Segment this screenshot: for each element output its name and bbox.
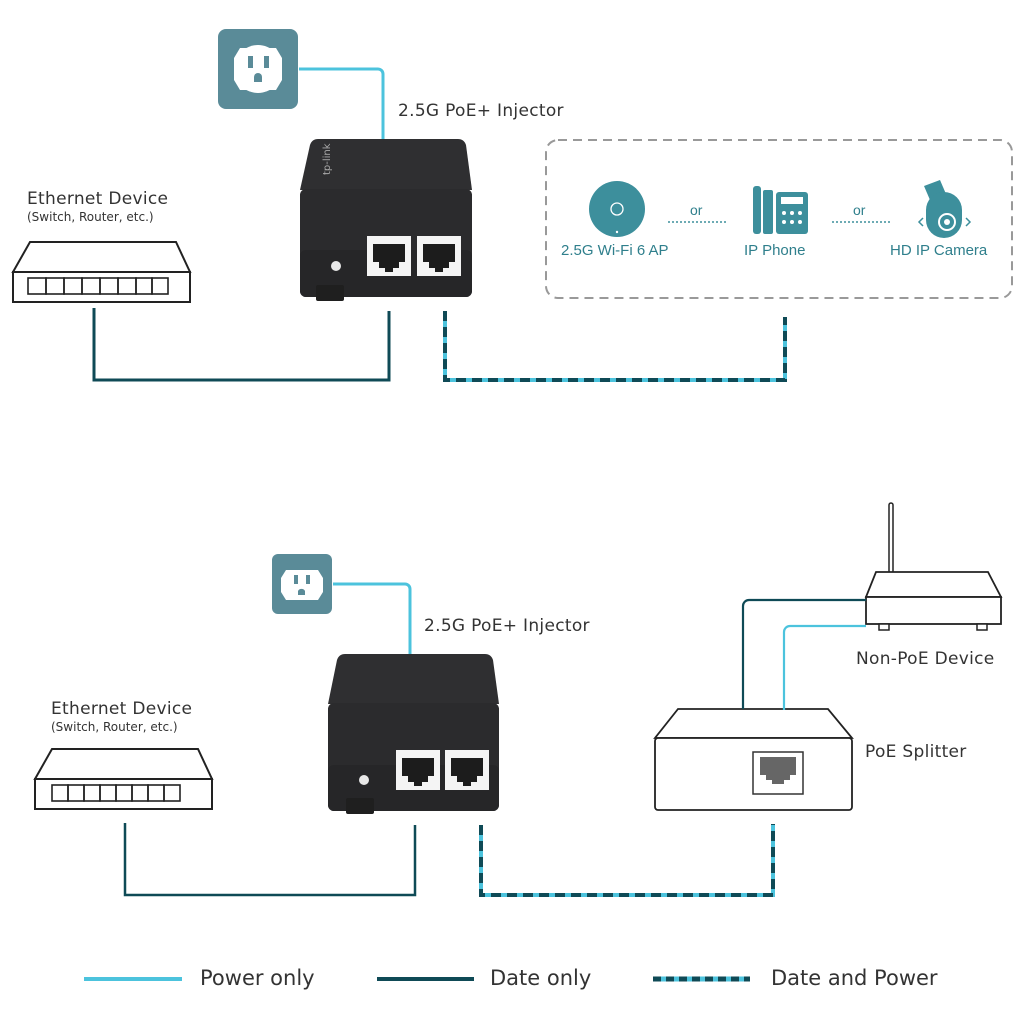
ip-phone-label: IP Phone bbox=[744, 242, 806, 259]
non-poe-device-label: Non-PoE Device bbox=[856, 649, 995, 669]
data-line bbox=[92, 308, 391, 382]
poe-splitter-device bbox=[653, 708, 854, 811]
data-line bbox=[123, 823, 417, 897]
top-diagram: tp-link bbox=[11, 29, 1013, 982]
data-power-line bbox=[479, 824, 775, 897]
power-outlet-icon bbox=[218, 29, 298, 109]
ethernet-switch-icon bbox=[33, 748, 214, 810]
legend-power-label: Power only bbox=[200, 966, 315, 990]
ethernet-device-title: Ethernet Device bbox=[51, 699, 193, 719]
ethernet-device-title: Ethernet Device bbox=[27, 189, 169, 209]
power-line bbox=[299, 67, 385, 139]
legend-data-label: Date only bbox=[490, 966, 592, 990]
or-separator: or bbox=[853, 202, 866, 218]
poe-splitter-label: PoE Splitter bbox=[865, 742, 967, 762]
legend-both-label: Date and Power bbox=[771, 966, 938, 990]
power-line bbox=[782, 624, 866, 710]
ethernet-device-subtitle: (Switch, Router, etc.) bbox=[27, 210, 154, 224]
ethernet-switch-icon bbox=[11, 241, 192, 303]
ip-phone-icon bbox=[753, 186, 808, 234]
ip-camera-label: HD IP Camera bbox=[890, 242, 988, 259]
data-power-line bbox=[443, 311, 787, 382]
non-poe-router-icon bbox=[864, 502, 1003, 631]
poe-injector-device: tp-link bbox=[300, 139, 472, 301]
injector-label: 2.5G PoE+ Injector bbox=[424, 616, 590, 636]
ip-camera-icon bbox=[917, 180, 972, 238]
ethernet-device-subtitle: (Switch, Router, etc.) bbox=[51, 720, 178, 734]
injector-label: 2.5G PoE+ Injector bbox=[398, 101, 564, 121]
data-line bbox=[741, 598, 866, 709]
power-line bbox=[333, 582, 412, 654]
svg-text:tp-link: tp-link bbox=[322, 143, 333, 175]
power-outlet-icon bbox=[272, 554, 332, 614]
access-point-icon bbox=[589, 181, 645, 237]
ap-label: 2.5G Wi-Fi 6 AP bbox=[561, 242, 669, 259]
or-separator: or bbox=[690, 202, 703, 218]
poe-injector-device bbox=[328, 654, 499, 814]
powered-devices-group bbox=[545, 139, 1013, 299]
